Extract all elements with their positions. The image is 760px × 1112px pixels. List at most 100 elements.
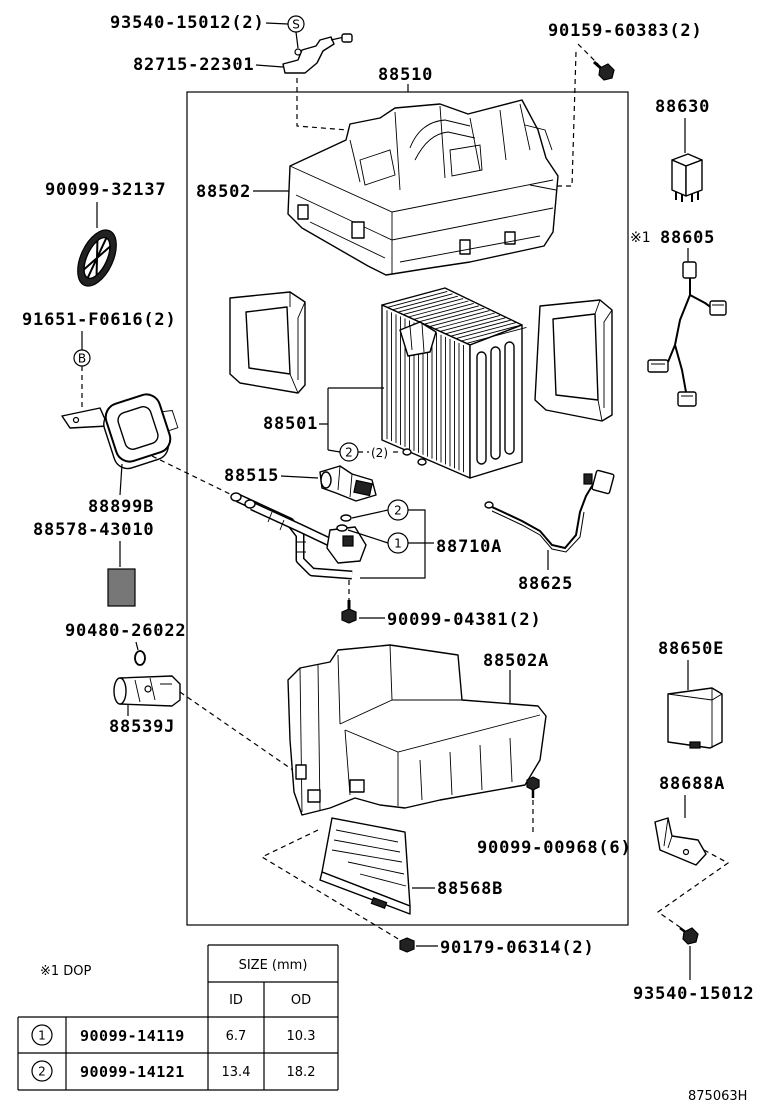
evaporator-fin xyxy=(387,290,448,308)
evaporator-fin xyxy=(424,307,485,325)
o-ring xyxy=(134,650,146,666)
evaporator-fin xyxy=(418,305,480,323)
evaporator-fin xyxy=(439,314,501,332)
dashed-guide xyxy=(577,43,599,65)
callout-88568b: 88568B xyxy=(437,879,503,899)
callout-90099-04381-2: 90099-04381(2) xyxy=(387,610,542,630)
evaporator-fin xyxy=(461,324,522,342)
oval-gasket xyxy=(77,229,117,287)
filter-cover-plate xyxy=(319,817,411,915)
screw-90099-00968 xyxy=(526,776,540,798)
table-row-od: 10.3 xyxy=(287,1029,316,1044)
o-ring-size-table: SIZE (mm) ID OD 1 90099-14119 6.7 10.3 2… xyxy=(17,944,339,1091)
callout-88515: 88515 xyxy=(224,466,279,486)
seal-frame-right-edge xyxy=(594,299,613,422)
callout-90099-00968-6: 90099-00968(6) xyxy=(477,838,632,858)
callout-88625: 88625 xyxy=(518,574,573,594)
dashed-guide xyxy=(260,829,401,941)
marker-evap-oring: 2 xyxy=(345,446,353,460)
evaporator-fin xyxy=(429,310,490,328)
table-row-mark-circle xyxy=(31,1024,53,1046)
leader-line xyxy=(295,31,299,49)
lower-housing xyxy=(287,644,547,816)
evaporator-fin xyxy=(445,317,506,335)
evaporator-fin xyxy=(392,293,453,311)
callout-91651-f0616-2: 91651-F0616(2) xyxy=(22,310,177,330)
callout-88578-43010: 88578-43010 xyxy=(33,520,154,540)
callout-82715-22301: 82715-22301 xyxy=(133,55,254,75)
leader-line xyxy=(351,509,389,519)
upper-housing xyxy=(287,99,559,276)
wire-harness xyxy=(647,261,727,407)
callout-88710a: 88710A xyxy=(436,537,502,557)
evaporator-fin xyxy=(408,300,469,318)
leader-line xyxy=(119,463,123,496)
callout-88502a: 88502A xyxy=(483,651,549,671)
dashed-guide xyxy=(656,849,730,931)
evap-oring-a xyxy=(402,448,412,456)
pipe-assembly xyxy=(230,492,367,580)
table-row-id: 6.7 xyxy=(226,1029,247,1044)
leader-line xyxy=(135,641,139,651)
pipe-oring-b xyxy=(336,524,348,532)
mounting-bracket xyxy=(654,817,707,866)
evaporator-fins xyxy=(386,290,527,473)
expansion-valve xyxy=(319,465,377,502)
marker-b: B xyxy=(78,352,86,366)
note-dop: ※1 DOP xyxy=(40,964,92,979)
evaporator-fin xyxy=(466,326,527,344)
callout-93540-15012-2: 93540-15012(2) xyxy=(110,13,265,33)
screw-93540-15012 xyxy=(679,927,699,945)
screw-90159 xyxy=(593,60,615,81)
table-row-mark: 1 xyxy=(38,1029,46,1043)
evaporator-core xyxy=(381,287,527,479)
table-header-size: SIZE (mm) xyxy=(239,958,308,973)
callout-88650e: 88650E xyxy=(658,639,724,659)
marker-pipe-oring-1: 1 xyxy=(394,537,402,551)
callout-88630: 88630 xyxy=(655,97,710,117)
seal-frame-left xyxy=(229,291,306,394)
table-row-od: 18.2 xyxy=(287,1065,316,1080)
seal-frame-left-edge xyxy=(289,292,306,394)
callout-88502: 88502 xyxy=(196,182,251,202)
dashed-guide xyxy=(556,51,577,187)
table-header-od: OD xyxy=(291,993,311,1008)
callout-90159-60383-2: 90159-60383(2) xyxy=(548,21,703,41)
callout-88688a: 88688A xyxy=(659,774,725,794)
temperature-sensor xyxy=(484,469,615,553)
evaporator-fin xyxy=(450,319,511,337)
leader-line xyxy=(265,22,289,25)
callout-88899b: 88899B xyxy=(88,497,154,517)
note-ref-harness: ※1 xyxy=(630,230,651,246)
callout-88539j: 88539J xyxy=(109,717,175,737)
callout-88605: 88605 xyxy=(660,228,715,248)
dashed-guide xyxy=(151,455,233,496)
connector-88539j xyxy=(113,675,181,707)
table-row-part: 90099-14121 xyxy=(80,1063,185,1081)
evaporator-fin xyxy=(455,322,517,340)
evap-oring-qty: (2) xyxy=(371,446,388,460)
marker-s: S xyxy=(292,18,300,32)
table-row-id: 13.4 xyxy=(222,1065,251,1080)
leader-line xyxy=(280,475,319,479)
evap-oring-b xyxy=(417,458,427,466)
evaporator-fin xyxy=(413,302,474,320)
control-module xyxy=(667,687,723,749)
pipe-oring-a xyxy=(340,514,352,522)
table-header-id: ID xyxy=(229,993,243,1008)
dashed-guide xyxy=(179,691,301,776)
relay xyxy=(671,153,703,202)
callout-90480-26022: 90480-26022 xyxy=(65,621,186,641)
table-row-mark: 2 xyxy=(38,1065,46,1079)
marker-pipe-oring-2: 2 xyxy=(394,504,402,518)
callout-88501: 88501 xyxy=(263,414,318,434)
callout-93540-15012: 93540-15012 xyxy=(633,984,754,1004)
screw-90099-04381 xyxy=(341,600,357,624)
evaporator-fin xyxy=(397,295,458,313)
leader-bracket xyxy=(319,387,384,453)
evaporator-fin xyxy=(434,312,495,330)
grommet-bracket xyxy=(61,407,109,429)
leader-line xyxy=(347,529,389,544)
grommet-boot xyxy=(103,393,179,470)
